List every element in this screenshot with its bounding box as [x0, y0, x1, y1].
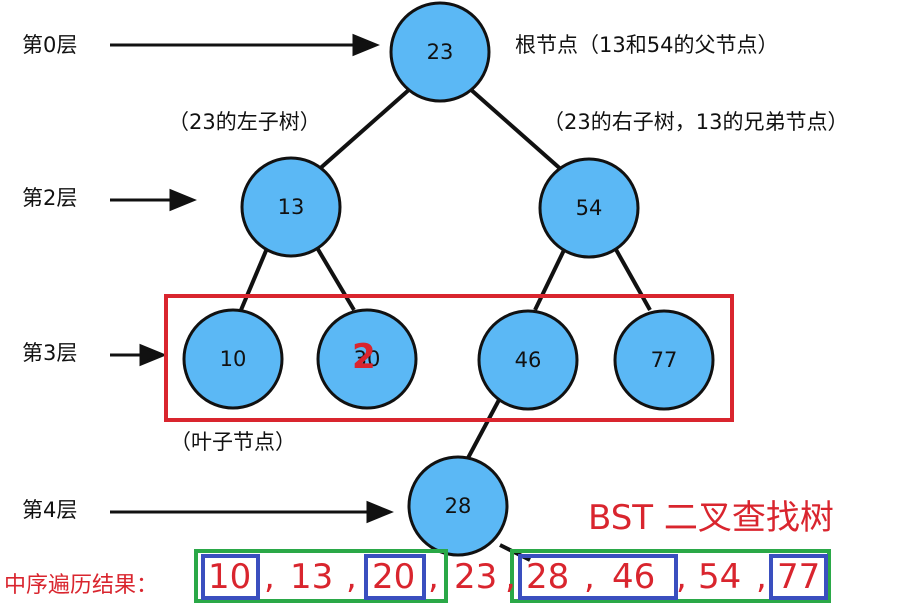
inorder-separator: , [264, 557, 275, 597]
edge-46-28 [466, 397, 502, 459]
leaf-annotation: （叶子节点） [170, 430, 296, 454]
edge-13-30 [314, 244, 356, 312]
inorder-separator: , [676, 557, 687, 597]
node-label-77: 77 [650, 348, 678, 372]
level-label-4: 第4层 [22, 498, 78, 522]
node-10 [182, 308, 284, 410]
root-annotation: 根节点（13和54的父节点） [515, 33, 779, 57]
level-label-3: 第3层 [22, 341, 78, 365]
leaf-highlight-box [164, 294, 734, 422]
level-label-2: 第2层 [22, 186, 78, 210]
arrow-level3-head [139, 343, 167, 367]
node-46 [477, 309, 579, 411]
node-label-10: 10 [219, 347, 247, 371]
edge-23-13 [314, 86, 413, 174]
overlay-mark: 2 [352, 337, 376, 377]
node-label-54: 54 [575, 196, 603, 220]
edge-54-46 [533, 245, 568, 311]
blue-box-77 [769, 554, 828, 600]
inorder-value-46: 46 [612, 557, 656, 597]
inorder-separator: , [346, 557, 357, 597]
inorder-separator: , [584, 557, 595, 597]
inorder-separator: , [756, 557, 767, 597]
arrow-level4-head [366, 500, 394, 524]
inorder-value-77: 77 [777, 557, 821, 597]
right-subtree-annotation: （23的右子树，13的兄弟节点） [543, 110, 849, 134]
diagram-title: BST 二叉查找树 [588, 498, 834, 538]
inorder-value-13: 13 [290, 557, 334, 597]
node-label-46: 46 [514, 348, 542, 372]
inorder-value-10: 10 [208, 557, 252, 597]
node-label-13: 13 [277, 195, 305, 219]
inorder-value-54: 54 [698, 557, 742, 597]
edge-54-77 [612, 245, 652, 311]
edge-13-10 [239, 245, 270, 311]
inorder-separator: , [505, 557, 516, 597]
inorder-separator: , [428, 557, 439, 597]
blue-box-28-46 [518, 554, 678, 600]
inorder-label: 中序遍历结果： [4, 573, 159, 598]
blue-box-20 [364, 554, 426, 600]
node-23 [389, 1, 491, 103]
inorder-value-20: 20 [372, 557, 416, 597]
green-box-left [194, 549, 448, 603]
inorder-value-23: 23 [454, 557, 498, 597]
edge-23-54 [467, 86, 566, 174]
node-label-23: 23 [426, 40, 454, 64]
node-77 [613, 309, 715, 411]
node-label-28: 28 [444, 494, 472, 518]
node-54 [538, 157, 640, 259]
blue-box-10 [201, 554, 260, 600]
arrow-level0-head [352, 33, 380, 57]
inorder-value-28: 28 [526, 557, 570, 597]
green-box-right [510, 549, 831, 603]
level-label-0: 第0层 [22, 33, 78, 57]
node-13 [240, 156, 342, 258]
left-subtree-annotation: （23的左子树） [168, 110, 321, 134]
node-28 [407, 455, 509, 557]
node-label-30: 30 [353, 347, 381, 371]
node-30 [316, 308, 418, 410]
arrow-level2-head [169, 188, 197, 212]
